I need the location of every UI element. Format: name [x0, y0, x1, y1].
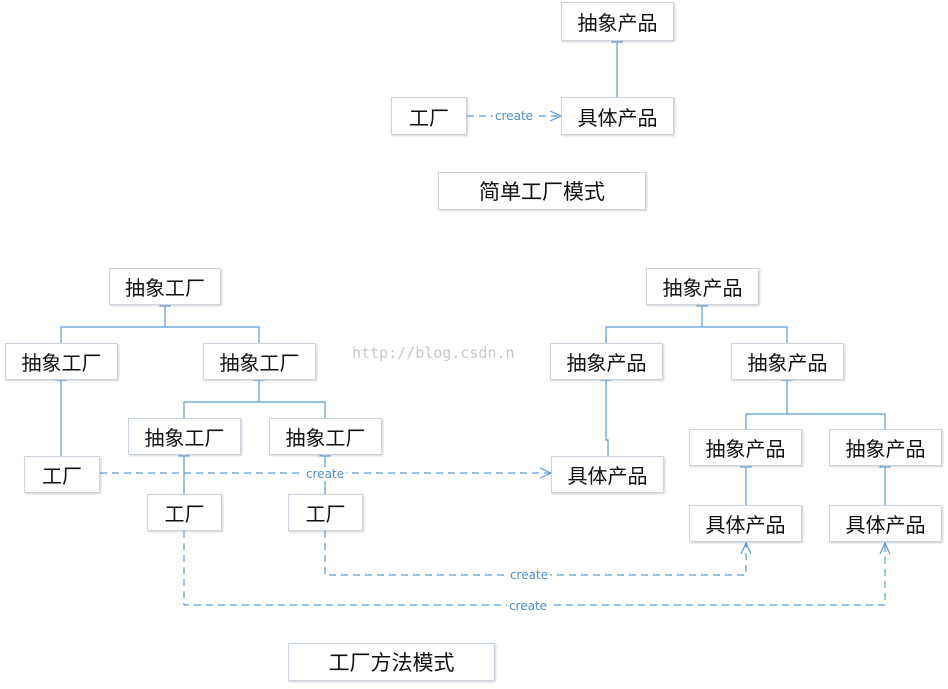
abstract-factory-box: 抽象工厂 [269, 418, 382, 455]
abstract-product-box: 抽象产品 [829, 429, 942, 466]
inherit-ap-left [605, 306, 702, 343]
inherit-ap-right [702, 326, 788, 343]
simple-factory-title: 简单工厂模式 [438, 172, 646, 210]
abstract-factory-box: 抽象工厂 [109, 268, 221, 305]
abstract-product-box: 抽象产品 [731, 343, 844, 380]
concrete-product-box: 具体产品 [829, 505, 942, 542]
inherit-af-mid-a [183, 380, 259, 418]
create-label: create [506, 599, 550, 613]
abstract-product-box: 抽象产品 [561, 2, 674, 41]
abstract-product-box: 抽象产品 [646, 268, 759, 305]
inherit-af-mid-b [259, 401, 326, 418]
concrete-product-box: 具体产品 [561, 97, 674, 135]
concrete-product-box: 具体产品 [551, 456, 664, 493]
abstract-product-box: 抽象产品 [689, 429, 802, 466]
factory-box: 工厂 [24, 456, 100, 493]
factory-method-title: 工厂方法模式 [288, 643, 495, 681]
abstract-product-box: 抽象产品 [550, 343, 663, 380]
inherit-cp-left [606, 380, 608, 456]
concrete-product-box: 具体产品 [689, 505, 802, 542]
create-label: create [303, 467, 347, 481]
inherit-af-left [60, 306, 165, 343]
factory-box: 工厂 [147, 494, 222, 531]
abstract-factory-box: 抽象工厂 [203, 343, 316, 380]
inherit-ap-right-a [745, 380, 787, 429]
abstract-factory-box: 抽象工厂 [5, 343, 118, 380]
create-label: create [507, 568, 551, 582]
create-label: create [492, 109, 536, 123]
factory-box: 工厂 [288, 494, 363, 531]
inherit-af-mid [165, 326, 260, 343]
inherit-ap-right-b [787, 413, 886, 429]
abstract-factory-box: 抽象工厂 [128, 418, 241, 455]
watermark-text: http://blog.csdn.n [352, 344, 515, 362]
factory-box: 工厂 [391, 97, 467, 135]
